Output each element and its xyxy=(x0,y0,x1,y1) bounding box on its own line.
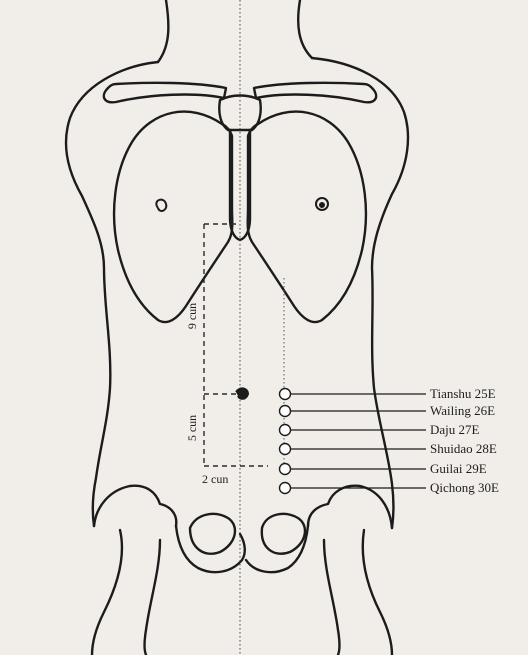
measure-label-5-cun: 5 cun xyxy=(185,415,199,441)
acupoint-marker xyxy=(280,389,291,400)
acupoint-marker xyxy=(280,464,291,475)
acupoint-label: Qichong 30E xyxy=(430,480,499,495)
acupoint-marker xyxy=(280,483,291,494)
acupoint-label: Shuidao 28E xyxy=(430,441,497,456)
acupoint-label: Daju 27E xyxy=(430,422,480,437)
acupoint-marker xyxy=(280,406,291,417)
acupoint-label: Tianshu 25E xyxy=(430,386,496,401)
umbilicus-mark xyxy=(236,388,248,398)
acupoint-marker xyxy=(280,444,291,455)
acupoint-label: Guilai 29E xyxy=(430,461,487,476)
right-nipple-center xyxy=(320,203,324,207)
measure-label-9-cun: 9 cun xyxy=(185,303,199,329)
acupoint-marker xyxy=(280,425,291,436)
measure-label-2-cun: 2 cun xyxy=(202,472,228,486)
acupoint-label: Wailing 26E xyxy=(430,403,495,418)
